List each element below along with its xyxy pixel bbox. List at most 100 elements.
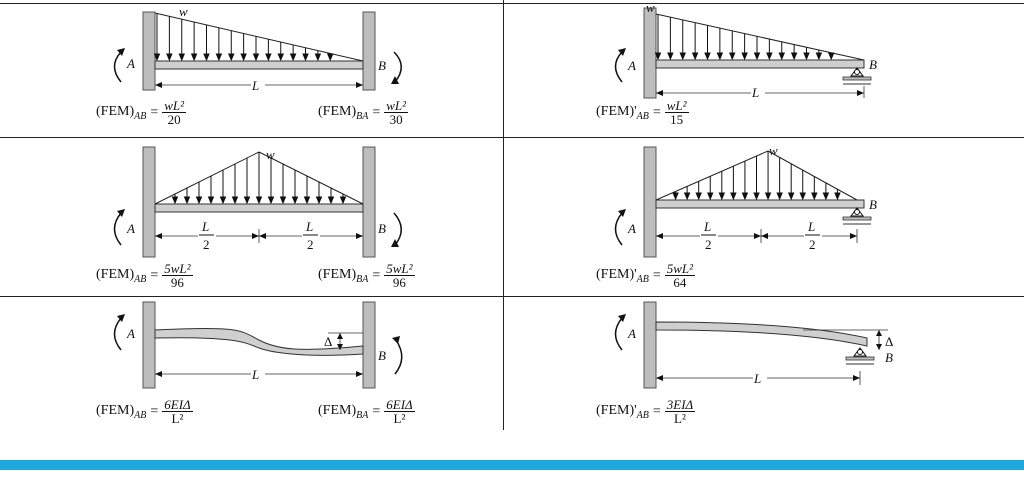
load-arrow-head [730,192,737,201]
load-arrow-head [265,53,272,62]
half-span-den: 2 [809,237,816,252]
load-arrow-head [219,196,227,205]
load-label: w [769,143,778,158]
load-arrow-head [277,53,284,62]
load-arrow-head [815,52,823,61]
half-span-num: L [703,219,711,234]
load-arrow-head [803,52,810,61]
load-arrow-head [667,52,674,61]
load-arrow-head [787,192,795,201]
load-arrow-head [729,52,736,61]
load-arrow-head [704,52,711,61]
load-arrow-head [778,52,785,61]
support-a-label: A [126,326,135,341]
support-b-label: B [378,221,386,236]
load-arrow-head [153,53,161,62]
diagram-settlement-fixed-pinned: Δ A B L [614,301,893,389]
load-arrow-head [314,53,322,62]
fem-table: w A B L w A B L [0,0,1024,430]
support-b-label: B [869,57,877,72]
load-arrow-head [327,196,335,205]
load-arrow-head [166,53,173,62]
load-arrow-head [790,52,798,61]
load-arrow-head [776,192,783,201]
load-arrow-head [289,53,297,62]
load-arrow-head [303,196,311,205]
load-arrow-head [315,196,323,205]
load-arrow-head [695,192,702,201]
diagram-uniform-triangle-fixed-fixed: w A B L [113,4,402,93]
footer-accent-bar [0,454,1024,482]
load-arrow-head [207,196,215,205]
load-arrow-head [679,52,686,61]
accent-stripe [0,460,1024,470]
support-b-label: B [378,348,386,363]
half-span-num: L [201,219,209,234]
load-arrow-head [718,192,726,201]
load-label: w [266,147,275,162]
load-label: w [179,4,188,19]
load-arrow-head [654,52,662,61]
load-arrow-head [240,53,247,62]
support-b-label: B [378,58,386,73]
support-a-label: A [627,221,636,236]
load-arrow-head [753,52,761,61]
support-a-label: A [627,58,636,73]
diagram-settlement-fixed-fixed: Δ A B L [113,301,403,389]
load-arrow-head [822,192,830,201]
load-arrow-head [339,196,347,205]
load-arrow-head [231,196,239,205]
diagram-symmetric-triangle-fixed-fixed: w A B L 2 L 2 [113,146,402,258]
load-arrow-head [252,53,260,62]
load-label: w [646,0,655,15]
load-arrow-head [178,53,185,62]
span-label: L [251,78,259,93]
table-rule-middle [503,0,504,430]
half-span-den: 2 [203,237,210,252]
diagram-symmetric-triangle-fixed-pinned: w A B L 2 L 2 [614,143,877,258]
span-label: L [753,371,761,386]
span-label: L [751,85,759,100]
load-arrow-head [190,53,198,62]
load-arrow-head [255,196,263,205]
load-arrow-head [291,196,299,205]
load-arrow-head [243,196,251,205]
load-arrow-head [195,196,203,205]
half-span-num: L [807,219,815,234]
load-arrow-head [672,192,679,201]
load-arrow-head [302,53,309,62]
load-arrow-head [828,52,835,61]
table-rule-top [0,3,1024,4]
load-arrow-head [741,52,748,61]
load-arrow-head [811,192,818,201]
table-rule-row2 [0,296,1024,297]
support-a-label: A [126,221,135,236]
load-arrow-head [228,53,235,62]
load-arrow-head [764,192,772,201]
support-b-label: B [869,197,877,212]
span-label: L [251,367,259,382]
half-span-den: 2 [307,237,314,252]
load-arrow-head [183,196,191,205]
load-arrow-head [691,52,699,61]
load-arrow-head [716,52,724,61]
load-arrow-head [203,53,210,62]
support-a-label: A [126,56,135,71]
load-arrow-head [741,192,749,201]
support-b-label: B [885,350,893,365]
load-arrow-head [171,196,179,205]
load-arrow-head [267,196,275,205]
load-arrow-head [215,53,223,62]
load-arrow-head [279,196,287,205]
diagram-uniform-triangle-fixed-pinned: w A B L [614,0,877,100]
support-a-label: A [627,326,636,341]
load-arrow-head [834,192,841,201]
load-arrow-head [707,192,714,201]
